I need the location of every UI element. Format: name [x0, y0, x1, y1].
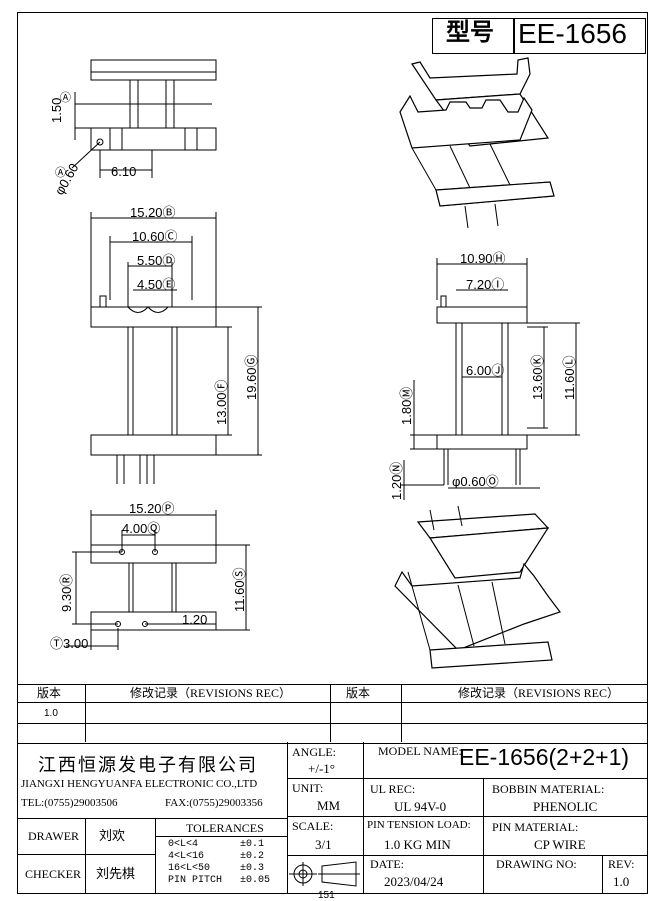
front-dim-19-60: 19.60Ⓖ: [244, 354, 259, 400]
bottom-dim-1-20: 1.20: [182, 612, 207, 627]
unit-value: MM: [317, 798, 341, 813]
angle-value: +/-1°: [308, 761, 335, 776]
checker-name: 刘先棋: [96, 866, 136, 881]
technical-drawings: 1.50 6.10 φ0.60 Ⓐ Ⓐ: [49, 57, 580, 669]
drawer-label: DRAWER: [28, 829, 80, 843]
rev-col1-header: 版本: [37, 686, 62, 700]
top-mark-a2: Ⓐ: [55, 166, 66, 179]
pin-tension-value: 1.0 KG MIN: [384, 837, 451, 852]
angle-label: ANGLE:: [292, 745, 336, 759]
rev-col3-header: 版本: [346, 686, 371, 700]
bottom-dim-4-00: 4.00Ⓠ: [122, 521, 160, 536]
rev-col2-header: 修改记录（REVISIONS REC）: [130, 686, 292, 700]
bobbin-material-label: BOBBIN MATERIAL:: [492, 782, 605, 796]
date-label: DATE:: [370, 857, 404, 871]
drawer-name: 刘欢: [99, 828, 126, 843]
top-dim-6-10: 6.10: [111, 164, 136, 179]
tol-value-2: ±0.3: [240, 863, 265, 874]
checker-label: CHECKER: [25, 867, 82, 881]
model-name-label: MODEL NAME:: [378, 744, 462, 758]
side-dim-13-60: 13.60Ⓚ: [530, 354, 545, 400]
drawing-no-label: DRAWING NO:: [496, 857, 577, 871]
bottom-dim-9-30: 9.30Ⓡ: [59, 574, 74, 612]
ul-rec-label: UL REC:: [370, 782, 416, 796]
bottom-view: 15.20Ⓟ 4.00Ⓠ 9.30Ⓡ 11.60Ⓢ 1.20 Ⓣ3.00: [50, 501, 250, 651]
company-name-cn: 江西恒源发电子有限公司: [38, 755, 258, 775]
tol-range-2: 16<L<50: [168, 863, 211, 874]
tol-range-0: 0<L<4: [168, 839, 199, 850]
model-title-box: [432, 18, 646, 54]
top-dim-1-50: 1.50: [49, 98, 64, 123]
front-dim-4-50: 4.50Ⓔ: [137, 277, 175, 292]
tol-value-3: ±0.05: [240, 875, 271, 886]
date-value: 2023/04/24: [384, 874, 444, 889]
bottom-dim-11-60: 11.60Ⓢ: [232, 567, 247, 612]
front-dim-5-50: 5.50Ⓓ: [137, 253, 175, 268]
tol-range-1: 4<L<16: [168, 851, 205, 862]
footer-text: 151: [318, 890, 335, 901]
rev-row1-version: 1.0: [44, 708, 58, 719]
top-view: 1.50 6.10 φ0.60 Ⓐ Ⓐ: [49, 59, 217, 198]
isometric-view-top: [399, 57, 555, 229]
pin-material-value: CP WIRE: [534, 837, 586, 852]
model-title-value: EE-1656: [518, 18, 627, 49]
front-dim-10-60: 10.60Ⓒ: [132, 229, 178, 244]
company-tel: TEL:(0755)29003506: [21, 797, 118, 809]
bobbin-material-value: PHENOLIC: [533, 799, 598, 814]
side-dim-11-60: 11.60Ⓛ: [562, 355, 577, 400]
front-view: 15.20Ⓑ 10.60Ⓒ 5.50Ⓓ 4.50Ⓔ 13.00Ⓕ 19.60Ⓖ: [90, 205, 262, 484]
bottom-dim-3-00: Ⓣ3.00: [50, 636, 88, 651]
rev-label: REV:: [608, 857, 635, 871]
tol-range-3: PIN PITCH: [168, 875, 223, 886]
pin-tension-label: PIN TENSION LOAD:: [367, 819, 471, 831]
side-dim-1-80: 1.80Ⓜ: [399, 387, 414, 425]
top-mark-a1: Ⓐ: [60, 91, 71, 104]
tol-value-0: ±0.1: [240, 839, 265, 850]
scale-value: 3/1: [315, 837, 332, 852]
side-dim-7-20: 7.20Ⓘ: [466, 277, 504, 292]
side-dim-6-00: 6.00Ⓙ: [466, 363, 504, 378]
rev-col4-header: 修改记录（REVISIONS REC）: [458, 686, 620, 700]
isometric-view-bottom: [394, 505, 561, 669]
rev-value: 1.0: [613, 874, 630, 889]
pin-material-label: PIN MATERIAL:: [492, 820, 579, 834]
front-dim-15-20: 15.20Ⓑ: [130, 205, 176, 220]
model-title-divider: [513, 18, 515, 54]
tol-value-1: ±0.2: [240, 851, 265, 862]
model-name-value: EE-1656(2+2+1): [459, 744, 630, 770]
bottom-dim-15-20: 15.20Ⓟ: [129, 501, 175, 516]
revisions-table: [17, 684, 648, 744]
model-title-label: 型号: [446, 19, 494, 46]
side-dim-1-20: 1.20Ⓝ: [389, 462, 404, 500]
drawing-frame: [17, 12, 648, 894]
front-dim-13-00: 13.00Ⓕ: [214, 379, 229, 425]
company-name-en: JIANGXI HENGYUANFA ELECTRONIC CO.,LTD: [21, 778, 258, 790]
side-dim-10-90: 10.90Ⓗ: [460, 251, 506, 266]
tolerances-header: TOLERANCES: [186, 821, 264, 835]
side-dim-phi: φ0.60Ⓞ: [452, 474, 499, 489]
unit-label: UNIT:: [292, 781, 324, 795]
scale-label: SCALE:: [292, 819, 334, 833]
side-view: 10.90Ⓗ 7.20Ⓘ 6.00Ⓙ 13.60Ⓚ 11.60Ⓛ 1.80Ⓜ 1…: [389, 251, 580, 500]
company-fax: FAX:(0755)29003356: [165, 797, 263, 809]
ul-rec-value: UL 94V-0: [394, 799, 447, 814]
